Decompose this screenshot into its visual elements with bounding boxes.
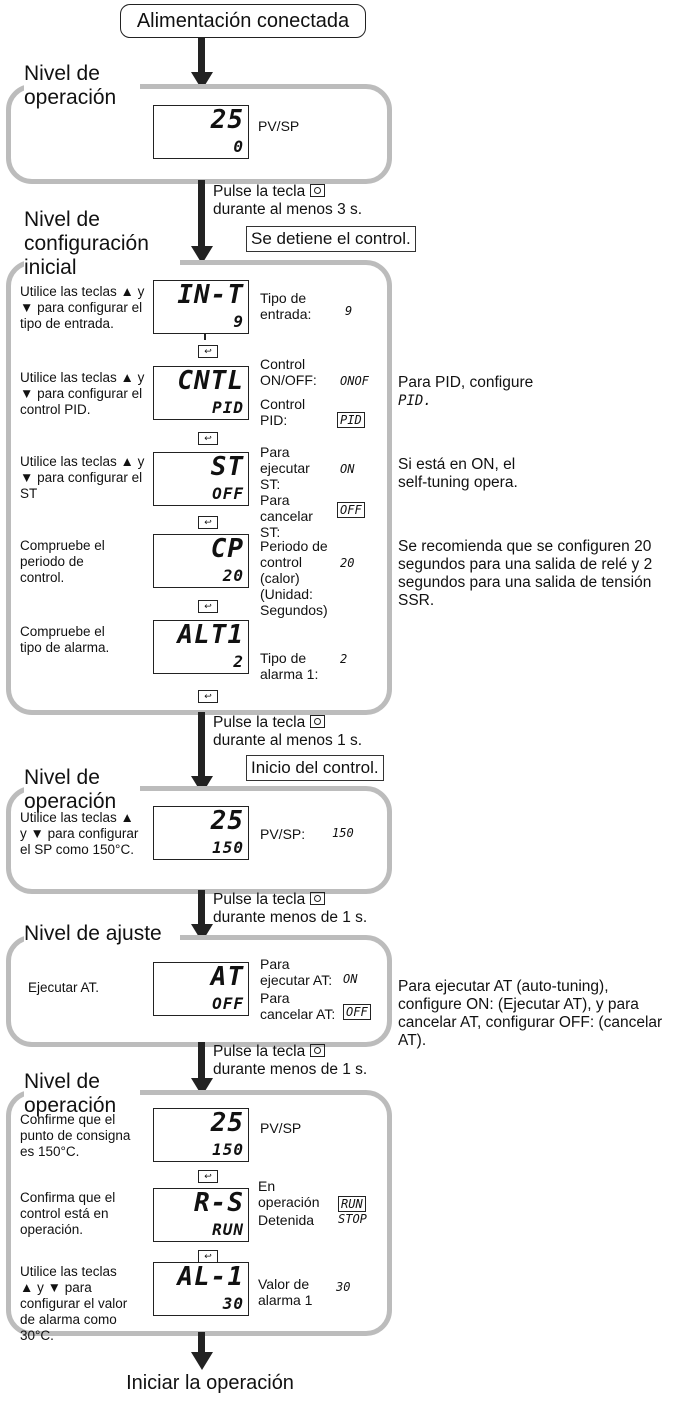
init-step2-label2: Control PID: — [260, 396, 306, 428]
display-alarm-value: AL-1 30 — [153, 1262, 249, 1316]
display-op1: 25 0 — [153, 105, 249, 159]
op3-step2-label2: Detenida — [258, 1212, 315, 1228]
arrow-2 — [198, 180, 205, 250]
level-operation-3-label: Nivel de operación — [24, 1070, 140, 1118]
init-step2-label1: Control ON/OFF: — [260, 356, 317, 388]
op3-step1-desc: Confirme que el punto de consigna es 150… — [20, 1112, 131, 1159]
adj-label2: Para cancelar AT: — [260, 990, 336, 1022]
key-icon-3: ↩ — [198, 516, 218, 529]
op1-label: PV/SP — [258, 118, 300, 134]
init-step3-val1: ON — [340, 462, 355, 476]
transition-1-box: Se detiene el control. — [246, 226, 416, 252]
op3-step2-val1: RUN — [338, 1196, 366, 1212]
end-label: Iniciar la operación — [126, 1372, 294, 1394]
op2-desc: Utilice las teclas ▲ y ▼ para configurar… — [20, 810, 139, 857]
display-alarm-type: ALT1 2 — [153, 620, 249, 674]
mode-key-icon — [309, 892, 325, 905]
op3-step3-desc: Utilice las teclas ▲ y ▼ para configurar… — [20, 1264, 128, 1343]
op3-step2-val2: STOP — [338, 1212, 367, 1226]
display-run-stop: R-S RUN — [153, 1188, 249, 1242]
op3-step2-desc: Confirma que el control está en operació… — [20, 1190, 116, 1237]
display-at: AT OFF — [153, 962, 249, 1016]
display-st: ST OFF — [153, 452, 249, 506]
start-label: Alimentación conectada — [136, 10, 350, 32]
key-icon-2: ↩ — [198, 432, 218, 445]
init-step5-val: 2 — [340, 652, 348, 666]
init-step2-note: Para PID, configure PID. — [398, 374, 534, 409]
init-step1-desc: Utilice las teclas ▲ y ▼ para configurar… — [20, 284, 145, 331]
key-icon-5: ↩ — [198, 690, 218, 703]
display-op2: 25 150 — [153, 806, 249, 860]
level-operation-1-label: Nivel de operación — [24, 62, 140, 110]
init-step3-label1: Para ejecutar ST: — [260, 444, 310, 492]
adj-val1: ON — [343, 972, 358, 986]
init-step5-desc: Compruebe el tipo de alarma. — [20, 624, 110, 655]
op2-label: PV/SP: — [260, 826, 306, 842]
transition-2: Pulse la tecla durante al menos 1 s. — [213, 714, 363, 749]
init-step1-val: 9 — [345, 304, 353, 318]
level-adjustment-label: Nivel de ajuste — [24, 922, 180, 946]
init-step3-note: Si está en ON, el self-tuning opera. — [398, 456, 518, 491]
mode-key-icon — [309, 1044, 325, 1057]
level-initial-setting-label: Nivel de configuración inicial — [24, 208, 180, 280]
key-icon-6: ↩ — [198, 1170, 218, 1183]
display-control: CNTL PID — [153, 366, 249, 420]
op3-step3-val: 30 — [336, 1280, 351, 1294]
arrow-6 — [198, 1332, 205, 1356]
arrow-4 — [198, 890, 205, 928]
arrow-5 — [198, 1042, 205, 1082]
init-step1-label: Tipo de entrada: — [260, 290, 312, 322]
adj-label1: Para ejecutar AT: — [260, 956, 333, 988]
adj-desc: Ejecutar AT. — [28, 980, 100, 995]
op2-val: 150 — [332, 826, 354, 840]
init-step4-desc: Compruebe el periodo de control. — [20, 538, 105, 585]
op3-step1-label: PV/SP — [260, 1120, 302, 1136]
init-step4-label: Periodo de control (calor) (Unidad: Segu… — [260, 538, 328, 618]
arrow-1 — [198, 37, 205, 75]
init-step2-desc: Utilice las teclas ▲ y ▼ para configurar… — [20, 370, 145, 417]
mode-key-icon — [309, 715, 325, 728]
init-step2-val2: PID — [337, 412, 365, 428]
transition-1: Pulse la tecla durante al menos 3 s. — [213, 183, 363, 218]
transition-2-box: Inicio del control. — [246, 755, 384, 781]
adj-val2: OFF — [343, 1004, 371, 1020]
key-icon-1: ↩ — [198, 345, 218, 358]
op3-step2-label1: En operación — [258, 1178, 320, 1210]
display-cp: CP 20 — [153, 534, 249, 588]
init-step4-val: 20 — [340, 556, 355, 570]
key-icon-4: ↩ — [198, 600, 218, 613]
init-step5-label: Tipo de alarma 1: — [260, 650, 319, 682]
arrow-2-head — [191, 246, 213, 264]
step-arrow-1 — [204, 334, 206, 340]
mode-key-icon — [309, 184, 325, 197]
transition-4: Pulse la tecla durante menos de 1 s. — [213, 1043, 368, 1078]
arrow-3 — [198, 712, 205, 780]
adj-note: Para ejecutar AT (auto-tuning), configur… — [398, 978, 663, 1049]
init-step3-label2: Para cancelar ST: — [260, 492, 313, 540]
display-input-type: IN-T 9 — [153, 280, 249, 334]
arrow-6-head — [191, 1352, 213, 1370]
op3-step3-label: Valor de alarma 1 — [258, 1276, 313, 1308]
level-operation-2-label: Nivel de operación — [24, 766, 140, 814]
init-step4-note: Se recomienda que se configuren 20 segun… — [398, 538, 653, 609]
display-op3-pvsp: 25 150 — [153, 1108, 249, 1162]
transition-3: Pulse la tecla durante menos de 1 s. — [213, 891, 368, 926]
init-step3-val2: OFF — [337, 502, 365, 518]
start-box: Alimentación conectada — [120, 4, 366, 38]
init-step3-desc: Utilice las teclas ▲ y ▼ para configurar… — [20, 454, 145, 501]
init-step2-val1: ONOF — [340, 374, 369, 388]
